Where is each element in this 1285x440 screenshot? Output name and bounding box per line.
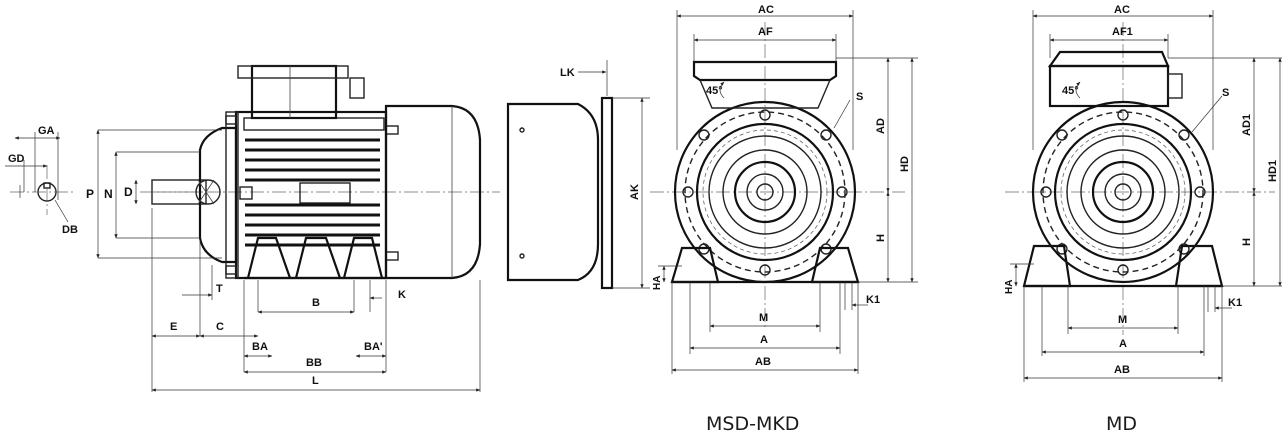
- md-label-HD1: HD1: [1267, 160, 1279, 182]
- label-GD: GD: [8, 153, 25, 165]
- label-K: K: [398, 289, 406, 301]
- label-T: T: [216, 283, 223, 295]
- msd-label-K1: K1: [866, 294, 880, 306]
- md-label-AB: AB: [1114, 364, 1130, 376]
- md-front-view: 45° AC AF1 S AD1 H HD1 HA M K1: [1004, 4, 1282, 435]
- label-AK: AK: [629, 184, 641, 200]
- md-angle: 45°: [1062, 85, 1079, 97]
- msd-label-H: H: [875, 234, 887, 242]
- md-label-A: A: [1119, 338, 1127, 350]
- label-D: D: [124, 185, 133, 199]
- label-DB: DB: [62, 224, 78, 236]
- shaft-end-detail: GA GD DB: [5, 125, 78, 236]
- msd-label-AB: AB: [755, 356, 771, 368]
- label-BA2: BA': [364, 341, 383, 353]
- msd-caption: MSD-MKD: [706, 413, 799, 435]
- msd-angle: 45°: [706, 85, 723, 97]
- label-LK: LK: [560, 67, 575, 79]
- label-C: C: [216, 321, 224, 333]
- label-BB: BB: [306, 357, 322, 369]
- label-B: B: [312, 297, 320, 309]
- md-label-K1: K1: [1228, 297, 1242, 309]
- md-caption: MD: [1106, 413, 1137, 435]
- md-label-AF1: AF1: [1112, 26, 1133, 38]
- md-label-S: S: [1222, 87, 1229, 99]
- msd-label-AF: AF: [758, 26, 773, 38]
- msd-front-view: 45° AC AF S AD H HD HA M K1: [650, 4, 918, 435]
- msd-label-M: M: [759, 312, 768, 324]
- motor-side-view: P N D T B K E C BA BA' BB L LK: [86, 60, 650, 392]
- md-label-AD1: AD1: [1241, 114, 1253, 136]
- msd-label-AD: AD: [875, 118, 887, 134]
- msd-label-HD: HD: [899, 156, 911, 172]
- msd-label-HA: HA: [652, 276, 663, 290]
- md-label-M: M: [1118, 314, 1127, 326]
- msd-label-S: S: [856, 91, 863, 103]
- msd-label-A: A: [760, 334, 768, 346]
- md-label-HA: HA: [1004, 280, 1015, 294]
- label-E: E: [170, 321, 177, 333]
- label-L: L: [312, 375, 319, 387]
- msd-label-AC: AC: [758, 4, 774, 16]
- md-label-H: H: [1241, 238, 1253, 246]
- label-BA: BA: [252, 341, 268, 353]
- label-GA: GA: [38, 125, 55, 137]
- label-N: N: [104, 187, 113, 201]
- label-P: P: [86, 187, 94, 201]
- md-label-AC: AC: [1114, 4, 1130, 16]
- cooling-fins: [245, 138, 380, 247]
